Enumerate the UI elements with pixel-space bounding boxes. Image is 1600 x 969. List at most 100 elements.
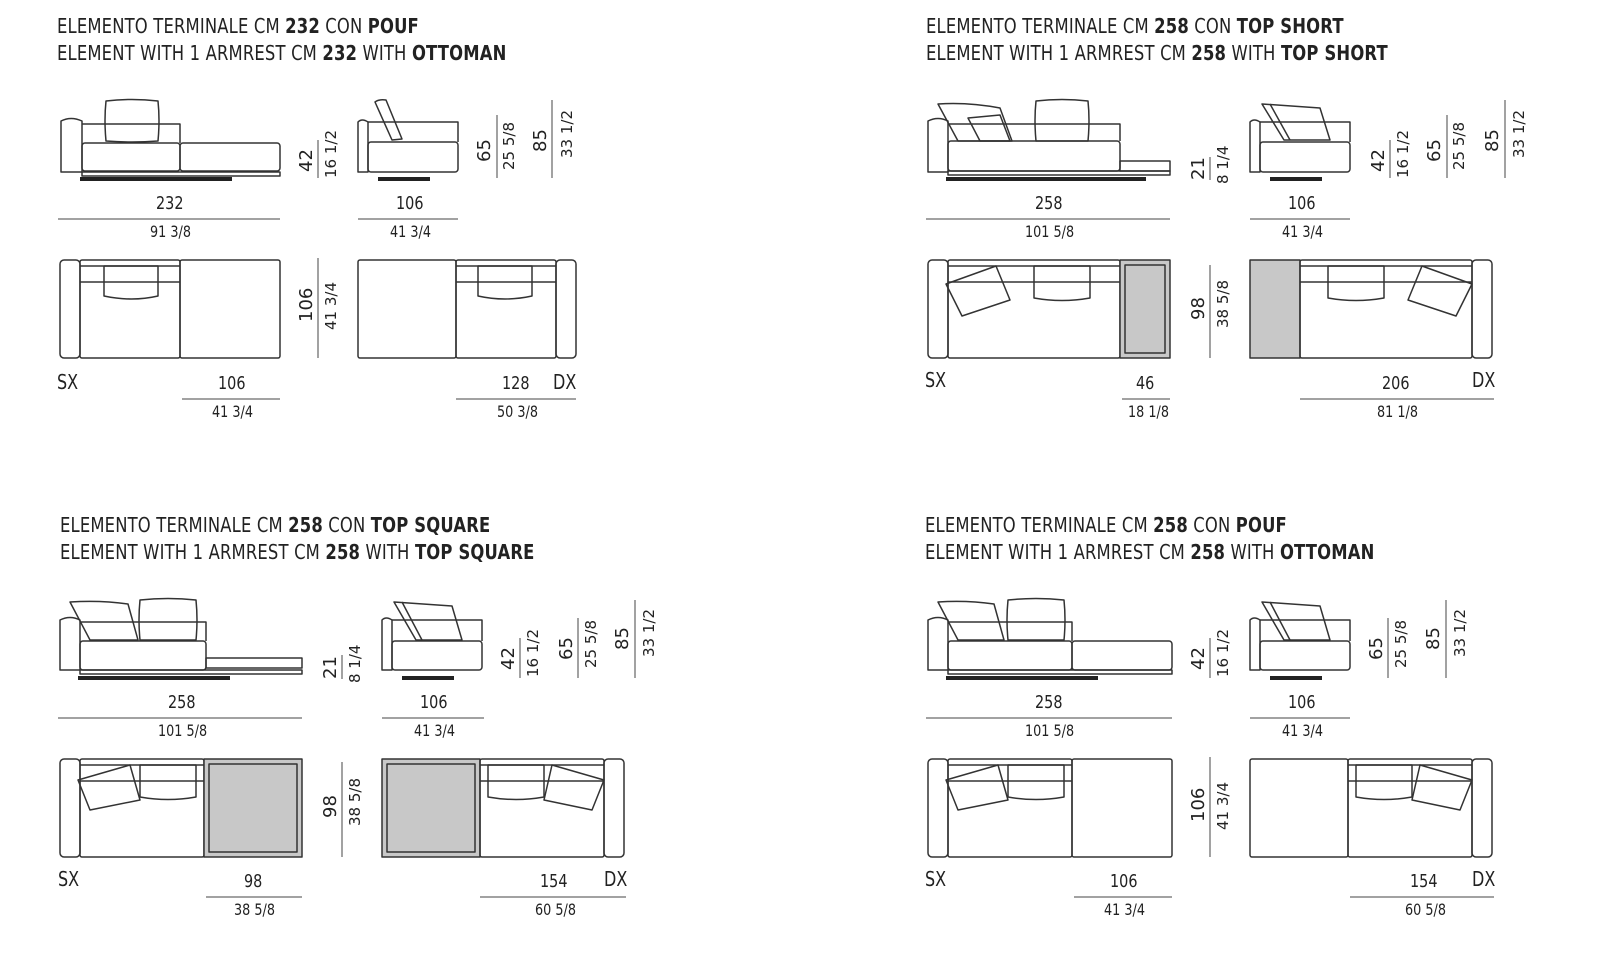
s3-top-height-in: 8 1/4 xyxy=(346,644,364,683)
s4-plan-depth-in: 41 3/4 xyxy=(1214,782,1232,830)
s2-sx-width-in: 18 1/8 xyxy=(1128,402,1169,421)
s4-dx-width-in: 60 5/8 xyxy=(1405,900,1446,919)
s4-side-depth-in: 41 3/4 xyxy=(1282,721,1323,740)
s4-front-width-in: 101 5/8 xyxy=(1025,721,1075,740)
s1-front-view xyxy=(60,98,281,181)
s1-height-seat: 42 xyxy=(296,149,317,172)
dimension-lines xyxy=(58,100,1506,898)
section-3-title-en: ELEMENT WITH 1 ARMREST CM 258 WITH TOP S… xyxy=(60,540,535,564)
s3-sx-width-in: 38 5/8 xyxy=(234,900,275,919)
s1-height-seat-in: 16 1/2 xyxy=(322,130,340,178)
s1-height-arm: 65 xyxy=(474,139,495,162)
s2-front-width-in: 101 5/8 xyxy=(1025,222,1075,241)
s3-dx-width: 154 xyxy=(540,871,568,892)
s1-height-back: 85 xyxy=(530,129,551,152)
s3-height-seat: 42 xyxy=(498,647,519,670)
s3-height-back: 85 xyxy=(612,627,633,650)
s4-dx-label: DX xyxy=(1472,867,1496,891)
s2-front-width: 258 xyxy=(1035,193,1063,214)
s1-side-depth-in: 41 3/4 xyxy=(390,222,431,241)
s4-height-arm-in: 25 5/8 xyxy=(1392,620,1410,668)
s3-sx-width: 98 xyxy=(244,871,263,892)
s4-side-depth: 106 xyxy=(1288,692,1316,713)
s3-front-width-in: 101 5/8 xyxy=(158,721,208,740)
s3-side-depth-in: 41 3/4 xyxy=(414,721,455,740)
s1-plan-dx xyxy=(357,259,577,359)
s2-side-depth-in: 41 3/4 xyxy=(1282,222,1323,241)
s1-plan-sx xyxy=(59,259,281,359)
s2-side-view xyxy=(1249,103,1351,181)
s2-front-view xyxy=(927,98,1171,181)
s4-front-view xyxy=(927,597,1173,680)
s2-side-depth: 106 xyxy=(1288,193,1316,214)
s3-height-arm: 65 xyxy=(556,637,577,660)
s1-sx-label: SX xyxy=(57,370,79,394)
s3-front-width: 258 xyxy=(168,692,196,713)
section-2-title-it: ELEMENTO TERMINALE CM 258 CON TOP SHORT xyxy=(926,14,1344,38)
s3-dx-label: DX xyxy=(604,867,628,891)
s3-front-view xyxy=(59,597,303,680)
s4-sx-width-in: 41 3/4 xyxy=(1104,900,1145,919)
s4-height-back-in: 33 1/2 xyxy=(1451,609,1469,657)
s1-side-depth: 106 xyxy=(396,193,424,214)
s2-height-arm-in: 25 5/8 xyxy=(1450,122,1468,170)
s2-plan-sx xyxy=(927,259,1171,359)
s3-plan-dx xyxy=(381,758,625,858)
s3-side-depth: 106 xyxy=(420,692,448,713)
s1-side-view xyxy=(357,99,459,181)
section-1-title-en: ELEMENT WITH 1 ARMREST CM 232 WITH OTTOM… xyxy=(57,41,507,65)
s3-height-back-in: 33 1/2 xyxy=(640,609,658,657)
s2-dx-width-in: 81 1/8 xyxy=(1377,402,1418,421)
s1-sx-width-in: 41 3/4 xyxy=(212,402,253,421)
s2-dx-label: DX xyxy=(1472,368,1496,392)
s3-top-height: 21 xyxy=(320,656,341,679)
s2-height-back: 85 xyxy=(1482,129,1503,152)
s1-sx-width: 106 xyxy=(218,373,246,394)
s1-front-width: 232 xyxy=(156,193,184,214)
s2-sx-width: 46 xyxy=(1136,373,1155,394)
s3-side-view xyxy=(381,601,483,680)
s4-sx-width: 106 xyxy=(1110,871,1138,892)
s4-plan-depth: 106 xyxy=(1188,787,1209,822)
s4-sx-label: SX xyxy=(925,867,947,891)
s4-height-seat: 42 xyxy=(1188,647,1209,670)
s2-dx-width: 206 xyxy=(1382,373,1410,394)
s4-plan-sx xyxy=(927,758,1173,858)
s4-dx-width: 154 xyxy=(1410,871,1438,892)
s1-front-width-in: 91 3/8 xyxy=(150,222,191,241)
s4-height-arm: 65 xyxy=(1366,637,1387,660)
s2-plan-depth: 98 xyxy=(1188,297,1209,320)
s2-top-height: 21 xyxy=(1188,157,1209,180)
s4-height-seat-in: 16 1/2 xyxy=(1214,629,1232,677)
s3-plan-sx xyxy=(59,758,303,858)
section-2-title-en: ELEMENT WITH 1 ARMREST CM 258 WITH TOP S… xyxy=(926,41,1388,65)
s1-height-arm-in: 25 5/8 xyxy=(500,122,518,170)
s2-height-seat-in: 16 1/2 xyxy=(1394,130,1412,178)
section-4-title-en: ELEMENT WITH 1 ARMREST CM 258 WITH OTTOM… xyxy=(925,540,1375,564)
s4-side-view xyxy=(1249,601,1351,680)
s2-height-back-in: 33 1/2 xyxy=(1510,110,1528,158)
section-3-title-it: ELEMENTO TERMINALE CM 258 CON TOP SQUARE xyxy=(60,513,491,537)
s2-height-arm: 65 xyxy=(1424,139,1445,162)
s3-plan-depth: 98 xyxy=(320,795,341,818)
s3-dx-width-in: 60 5/8 xyxy=(535,900,576,919)
s3-height-arm-in: 25 5/8 xyxy=(582,620,600,668)
s2-plan-depth-in: 38 5/8 xyxy=(1214,280,1232,328)
s1-plan-depth: 106 xyxy=(296,287,317,322)
section-1-title-it: ELEMENTO TERMINALE CM 232 CON POUF xyxy=(57,14,419,38)
s1-height-back-in: 33 1/2 xyxy=(558,110,576,158)
section-4-title-it: ELEMENTO TERMINALE CM 258 CON POUF xyxy=(925,513,1287,537)
s4-front-width: 258 xyxy=(1035,692,1063,713)
s2-plan-dx xyxy=(1249,259,1493,359)
s2-top-height-in: 8 1/4 xyxy=(1214,145,1232,184)
s2-height-seat: 42 xyxy=(1368,149,1389,172)
s3-plan-depth-in: 38 5/8 xyxy=(346,778,364,826)
s1-dx-width-in: 50 3/8 xyxy=(497,402,538,421)
s1-dx-width: 128 xyxy=(502,373,530,394)
s4-height-back: 85 xyxy=(1423,627,1444,650)
s1-plan-depth-in: 41 3/4 xyxy=(322,282,340,330)
s3-sx-label: SX xyxy=(58,867,80,891)
s1-dx-label: DX xyxy=(553,370,577,394)
s3-height-seat-in: 16 1/2 xyxy=(524,629,542,677)
